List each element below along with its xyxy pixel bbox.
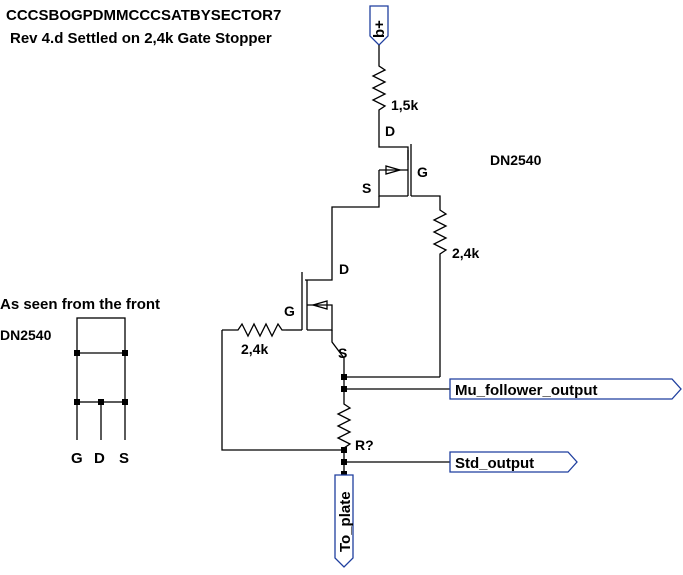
upper-mosfet-part: DN2540	[490, 152, 542, 168]
std-output-port[interactable]: Std_output	[449, 451, 578, 473]
sense-resistor-value: R?	[355, 437, 374, 453]
plate-port[interactable]: To_plate	[334, 474, 354, 568]
upper-mosfet	[378, 144, 441, 205]
lower-mosfet-source-label: S	[338, 345, 347, 361]
upper-gate-resistor-value: 2,4k	[452, 245, 479, 261]
upper-gate-resistor	[432, 205, 448, 258]
drain-resistor-value: 1,5k	[391, 97, 418, 113]
lower-mosfet-gate-label: G	[284, 303, 295, 319]
pin-label-s: S	[119, 450, 129, 467]
lower-gate-resistor-value: 2,4k	[241, 341, 268, 357]
lower-mosfet-drain-label: D	[339, 261, 349, 277]
pin-label-g: G	[71, 450, 83, 467]
mu-output-port-label: Mu_follower_output	[455, 382, 598, 399]
upper-mosfet-drain-label: D	[385, 123, 395, 139]
schematic-title: CCCSBOGPDMMCCCSATBYSECTOR7	[6, 7, 281, 24]
mu-output-port[interactable]: Mu_follower_output	[449, 378, 682, 400]
upper-mosfet-source-label: S	[362, 180, 371, 196]
lower-gate-resistor	[222, 322, 286, 338]
upper-mosfet-gate-label: G	[417, 164, 428, 180]
std-output-port-label: Std_output	[455, 455, 534, 472]
upper-mosfet-arrow-icon	[385, 165, 403, 175]
supply-port[interactable]: b+	[369, 5, 389, 46]
front-view-part: DN2540	[0, 327, 52, 343]
lower-mosfet-arrow-icon	[310, 300, 328, 310]
drain-resistor	[371, 60, 387, 112]
schematic-subtitle: Rev 4.d Settled on 2,4k Gate Stopper	[10, 30, 272, 47]
lower-mosfet	[301, 272, 333, 331]
package-outline	[74, 317, 128, 440]
plate-port-label: To_plate	[337, 491, 354, 552]
front-view-label: As seen from the front	[0, 296, 160, 313]
pin-label-d: D	[94, 450, 105, 467]
supply-port-label: b+	[371, 20, 388, 38]
sense-resistor	[336, 400, 352, 450]
